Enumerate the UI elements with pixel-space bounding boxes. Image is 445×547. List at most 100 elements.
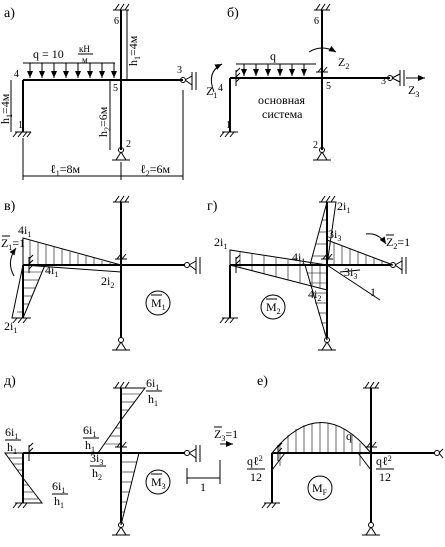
- node-2-label: 2: [126, 139, 131, 150]
- m3-unit-label: 1: [200, 480, 206, 494]
- svg-text:12: 12: [250, 470, 262, 484]
- dim-l1-label: ℓ1=8м: [50, 162, 81, 178]
- panel-a-given-frame: а): [0, 3, 197, 180]
- m3-column-upper-diagram: [120, 387, 146, 422]
- m3-column-left-diagram: [4, 452, 24, 480]
- link-z3: [387, 70, 425, 86]
- rotation-arrow-z1: [210, 63, 223, 93]
- m2-column-upper-diagram: [309, 201, 328, 266]
- mf-q-label: q: [346, 429, 352, 443]
- svg-text:6i1: 6i1: [52, 479, 65, 495]
- m2-value-2i1-left: 2i1: [214, 235, 227, 251]
- m3-circle-tag: [145, 469, 171, 495]
- pin-support-2: [313, 147, 331, 161]
- basic-system-caption-1: основная: [258, 93, 305, 107]
- svg-text:6i1: 6i1: [83, 423, 96, 439]
- svg-text:h1: h1: [85, 438, 95, 454]
- m2-rotation-line: [326, 264, 381, 301]
- node-1-label: 1: [226, 120, 231, 131]
- panel-v-m1-diagram: в) Z1=1 4i1 4i1 2i2 2i1 M1: [1, 195, 201, 351]
- svg-text:12: 12: [379, 470, 391, 484]
- fixed-support-6: [314, 3, 331, 11]
- svg-text:h1: h1: [54, 494, 64, 510]
- m3-value-top: 6i1 h1: [146, 376, 162, 408]
- mf-hatch: [279, 422, 361, 466]
- dim-l2-label: ℓ2=6м: [140, 162, 171, 178]
- panel-a-label: а): [4, 6, 15, 21]
- node-5-label: 5: [326, 81, 331, 92]
- clamp-node-4: [235, 67, 241, 86]
- node-1-label: 1: [18, 120, 23, 131]
- m1-value-2i1: 2i1: [4, 319, 17, 335]
- svg-text:qℓ2: qℓ2: [247, 454, 263, 468]
- basic-system-caption-2: система: [262, 107, 303, 121]
- fixed-support-6: [113, 3, 130, 11]
- m2-value-4i1: 4i1: [292, 250, 305, 266]
- clamp-node-5: [316, 66, 328, 73]
- z1-unit-label: Z1=1: [1, 236, 25, 252]
- dim-h1-upper-label: h1=4м: [126, 35, 142, 66]
- mf-value-left: qℓ2 12: [247, 454, 265, 484]
- panel-g-m2-diagram: г): [207, 195, 410, 351]
- node-5-label: 5: [113, 83, 118, 94]
- svg-text:3i3: 3i3: [90, 451, 103, 467]
- m1-value-2i2: 2i2: [101, 274, 114, 290]
- distributed-load-q: [23, 62, 117, 78]
- dim-h1-label: h1=4м: [0, 93, 14, 124]
- m2-value-4i2: 4i2: [308, 287, 321, 303]
- m3-value-bottom: 6i1 h1: [52, 479, 68, 510]
- m2-unit-label: 1: [370, 285, 376, 299]
- roller-support-3: [180, 72, 197, 90]
- mf-circle-tag: [307, 475, 333, 501]
- m3-column-lower-diagram: [120, 452, 140, 526]
- svg-text:qℓ2: qℓ2: [376, 454, 392, 468]
- m1-circle-tag: [145, 290, 171, 316]
- m1-beam-hatch: [29, 240, 111, 265]
- rotation-arrow-z1: [9, 247, 17, 277]
- z3-unit-label: Z3=1: [214, 427, 238, 443]
- m2-value-2i1-top: 2i1: [337, 199, 350, 215]
- fixed-support-1: [12, 131, 32, 138]
- z3-label: Z3: [408, 83, 419, 99]
- m3-value-3i3: 3i3 h2: [90, 451, 106, 482]
- panel-g-label: г): [207, 199, 218, 214]
- m2-tag-label: M2: [266, 300, 281, 316]
- node-6-label: 6: [114, 16, 119, 27]
- m1-column-diagram: [22, 264, 46, 319]
- rotation-arrow-z2: [308, 45, 337, 53]
- node-4-label: 4: [218, 83, 223, 94]
- mf-tag-label: MF: [312, 481, 328, 497]
- svg-text:h1: h1: [148, 392, 158, 408]
- m3-value-mid: 6i1 h1: [83, 423, 99, 454]
- panel-d-m3-diagram: д) 1: [4, 374, 238, 536]
- z2-label: Z2: [338, 55, 349, 71]
- mf-parabola: [271, 422, 372, 470]
- panel-b-basic-system: б): [206, 3, 425, 161]
- m2-value-3i3-right: 3i3: [344, 265, 357, 281]
- panel-d-label: д): [4, 374, 16, 389]
- m2-value-3i3-top: 3i3: [328, 227, 341, 243]
- z2-unit-label: Z2=1: [386, 235, 410, 251]
- node-3-label: 3: [381, 76, 386, 87]
- pin-support-2: [112, 147, 130, 161]
- node-2-label: 2: [313, 140, 318, 151]
- z1-label: Z1: [206, 84, 217, 100]
- panel-b-label: б): [227, 6, 239, 21]
- m1-value-4i1-top: 4i1: [18, 223, 31, 239]
- basic-q-label: q: [270, 49, 276, 63]
- rotation-arrow-z2: [365, 233, 387, 245]
- node-4-label: 4: [14, 69, 19, 80]
- svg-text:6i1: 6i1: [146, 376, 159, 392]
- m3-tag-label: M3: [151, 475, 166, 491]
- svg-text:h1: h1: [7, 440, 17, 456]
- panel-e-label: е): [257, 374, 268, 389]
- m2-beam-right-diagram: [326, 239, 394, 266]
- node-3-label: 3: [177, 65, 182, 76]
- mf-value-right: qℓ2 12: [376, 454, 394, 484]
- svg-text:6i1: 6i1: [5, 425, 18, 441]
- panel-e-mf-diagram: е) q qℓ2 12 qℓ2 12 MF: [247, 374, 444, 536]
- m1-tag-label: M1: [151, 296, 166, 312]
- panel-v-label: в): [4, 199, 16, 214]
- load-q-label: q = 10: [33, 47, 64, 61]
